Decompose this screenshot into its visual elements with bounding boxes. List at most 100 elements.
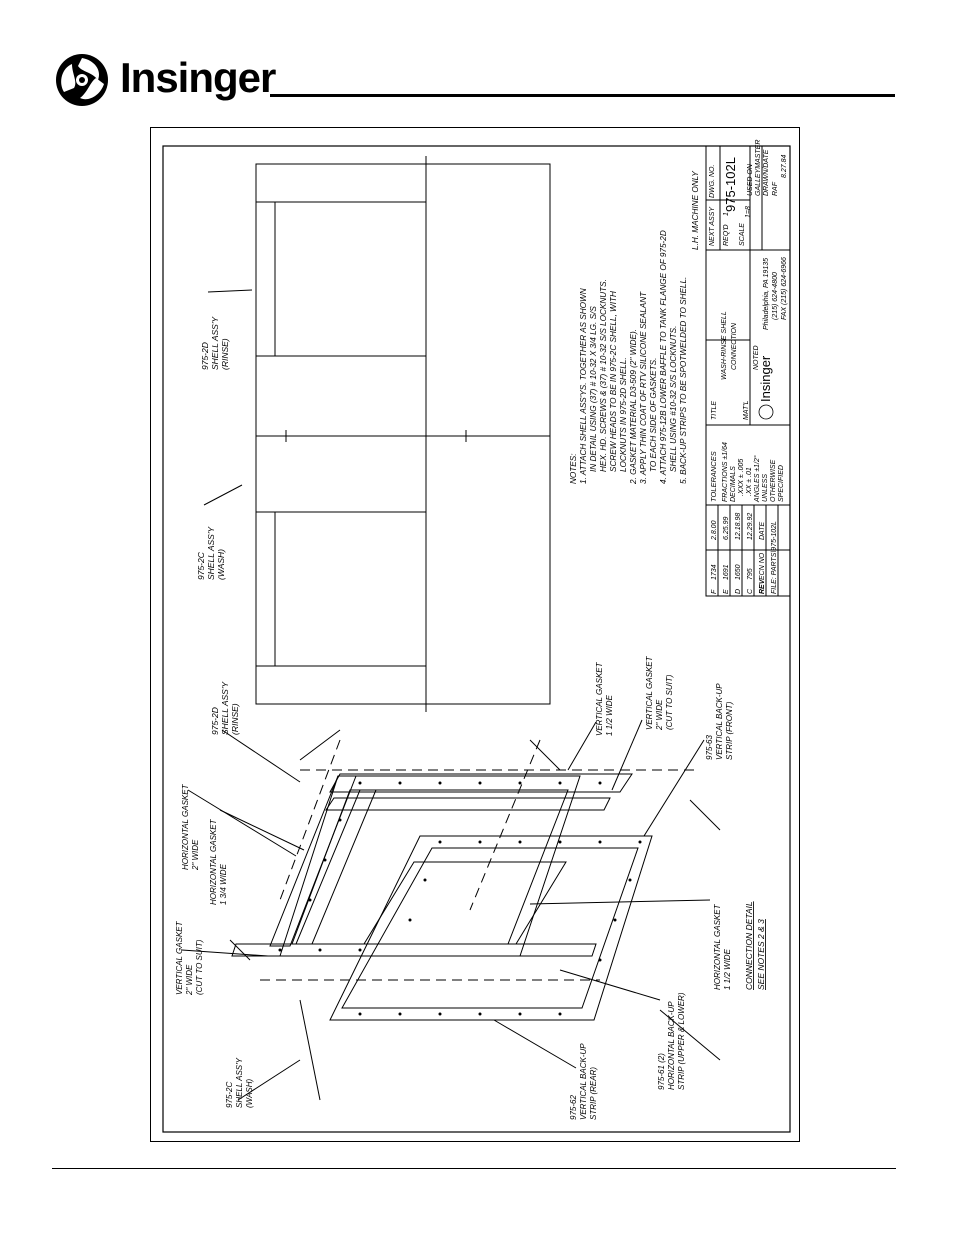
title-label: TITLE	[711, 401, 718, 420]
tolerances-heading: TOLERANCES	[709, 451, 718, 502]
backup-rear-2: VERTICAL BACK-UP	[579, 1043, 588, 1120]
note-line-10: SHELL USING #10-32 S/S LOCKNUTS.	[669, 326, 678, 472]
address-2: (215) 624-4800	[772, 272, 779, 320]
backup-horiz-2: HORIZONTAL BACK-UP	[667, 1001, 676, 1090]
rev-header-ecn: ECN NO	[759, 552, 766, 580]
tol-6: UNLESS	[762, 474, 769, 502]
rev-e-date: 6.25.99	[723, 517, 730, 540]
drawn-label: DRAWN/DATE	[763, 149, 770, 196]
shell-2c-wash-1: 975-2C	[225, 1082, 234, 1108]
hgasket-134-2: 1 3/4 WIDE	[219, 863, 228, 905]
dwg-no-label: DWG. NO.	[709, 165, 716, 198]
detail-labels: VERTICAL GASKET 1 1/2 WIDE VERTICAL GASK…	[175, 655, 766, 1120]
footer-rule	[52, 1168, 896, 1169]
rev-f-ecn: 1734	[711, 564, 718, 580]
rev-d-rev: D	[735, 589, 742, 594]
note-line-2: IN DETAIL USING (37) # 10-32 X 3/4 LG. S…	[589, 306, 598, 472]
backup-front-1: 975-63	[705, 735, 714, 760]
notes-block: NOTES: 1. ATTACH SHELL ASS'YS. TOGETHER …	[569, 171, 700, 485]
label-2d-upper-1: 975-2D	[200, 342, 210, 370]
vgasket-left-2: 2" WIDE	[185, 964, 194, 996]
used-on-label: USED ON	[747, 163, 754, 196]
connection-detail	[229, 729, 721, 1101]
drawing-frame	[150, 127, 800, 1142]
machine-note: L.H. MACHINE ONLY	[691, 171, 700, 250]
backup-horiz-3: STRIP (UPPER & LOWER)	[677, 992, 686, 1090]
tol-5: ANGLES ±1/2°	[753, 455, 761, 503]
note-line-3: HEX. HD. SCREWS & (37) # 10-32 S/S LOCKN…	[599, 279, 608, 472]
note-line-5: LOCKNUTS IN 975-2D SHELL.	[619, 357, 628, 472]
scale-value: 1=8	[745, 206, 752, 218]
backup-horiz-1: 975-61 (2)	[657, 1053, 666, 1090]
drawing-border	[162, 145, 791, 1133]
tol-2: DECIMALS	[730, 466, 737, 502]
drawn-date: 8.27.84	[781, 155, 788, 178]
scale-label: SCALE	[739, 223, 746, 246]
hgasket-2in-2: 2" WIDE	[191, 839, 200, 871]
title-block-logo: Insinger	[758, 355, 774, 420]
vgasket-right-2: 2" WIDE	[655, 699, 664, 731]
address-3: FAX (215) 624-6966	[781, 257, 788, 320]
tol-3: .XXX ± .005	[738, 459, 745, 496]
shell-2c-wash-2: SHELL ASS'Y	[235, 1057, 244, 1108]
matl-value: NOTED	[753, 346, 760, 371]
backup-front-3: STRIP (FRONT)	[725, 701, 734, 760]
note-line-8: TO EACH SIDE OF GASKETS.	[649, 358, 658, 472]
tol-1: FRACTIONS ±1/64	[722, 442, 729, 502]
insinger-logo: Insinger	[52, 50, 280, 110]
label-2d-lower-1: 975-2D	[210, 707, 220, 735]
tol-7: OTHERWISE	[770, 459, 777, 502]
note-line-6: 2. GASKET MATERIAL D3-509 (2" WIDE).	[629, 329, 638, 485]
rev-header-date: DATE	[759, 522, 766, 540]
label-2c-2: SHELL ASS'Y	[206, 526, 216, 580]
rev-c-ecn: 795	[747, 568, 754, 580]
next-assy-label: NEXT ASSY	[709, 206, 716, 246]
hgasket-112-1: HORIZONTAL GASKET	[713, 903, 722, 990]
title-block-text: F 1734 2.8.00 E 1691 6.25.99 D 1650 12.1…	[709, 140, 788, 594]
label-2c-3: (WASH)	[216, 549, 226, 580]
tol-4: .XX ± .01	[746, 467, 753, 496]
vgasket-top-2: 1 1/2 WIDE	[605, 694, 614, 736]
note-line-7: 3. APPLY THIN COAT OF RTV SILICONE SEALA…	[639, 291, 648, 484]
top-view	[255, 156, 551, 712]
rev-f-rev: F	[711, 589, 718, 594]
label-2d-lower-2: SHELL ASS'Y	[220, 681, 230, 735]
rev-c-rev: C	[747, 588, 754, 594]
vgasket-top-1: VERTICAL GASKET	[595, 661, 604, 736]
dwg-number: 975-102L	[723, 157, 738, 212]
note-line-4: SCREW HEADS TO BE IN 975-2C SHELL, WITH	[609, 291, 618, 472]
reqd-label: REQ'D	[723, 224, 730, 246]
rev-c-date: 12.29.92	[747, 513, 754, 540]
hgasket-2in-1: HORIZONTAL GASKET	[181, 783, 190, 870]
backup-rear-3: STRIP (REAR)	[589, 1067, 598, 1120]
title-brand: Insinger	[758, 355, 773, 402]
note-line-9: 4. ATTACH 975-12B LOWER BAFFLE TO TANK F…	[659, 230, 668, 484]
vgasket-right-1: VERTICAL GASKET	[645, 655, 654, 730]
brand-name: Insinger	[120, 54, 276, 101]
vgasket-right-3: (CUT TO SUIT)	[665, 674, 674, 730]
detail-caption: CONNECTION DETAIL	[744, 901, 754, 990]
header-rule	[270, 94, 895, 97]
rev-header-rev: REV	[759, 578, 766, 594]
tol-8: SPECIFIED	[778, 465, 785, 502]
note-line-11: 5. BACK-UP STRIPS TO BE SPOTWELDED TO SH…	[679, 277, 688, 484]
top-view-labels: 975-2D SHELL ASS'Y (RINSE) 975-2C SHELL …	[196, 316, 240, 735]
label-2d-lower-3: (RINSE)	[230, 703, 240, 735]
note-line-1: 1. ATTACH SHELL ASS'YS. TOGETHER AS SHOW…	[579, 288, 588, 484]
matl-label: MAT'L	[743, 400, 750, 420]
reqd-value: 1	[723, 212, 730, 216]
title-line-2: CONNECTION	[731, 322, 738, 370]
backup-front-2: VERTICAL BACK-UP	[715, 683, 724, 760]
title-block	[705, 145, 791, 597]
rev-file: FILE: PARTS\975-102L	[771, 521, 778, 594]
drawn-value: RAF	[772, 181, 779, 196]
address-1: Philadelphia, PA 19135	[763, 258, 770, 330]
hgasket-134-1: HORIZONTAL GASKET	[209, 818, 218, 905]
vgasket-left-1: VERTICAL GASKET	[175, 920, 184, 995]
notes-heading: NOTES:	[569, 454, 578, 484]
rev-d-ecn: 1650	[735, 564, 742, 580]
title-line-1: WASH-RINSE SHELL	[721, 311, 728, 380]
hgasket-112-2: 1 1/2 WIDE	[723, 948, 732, 990]
